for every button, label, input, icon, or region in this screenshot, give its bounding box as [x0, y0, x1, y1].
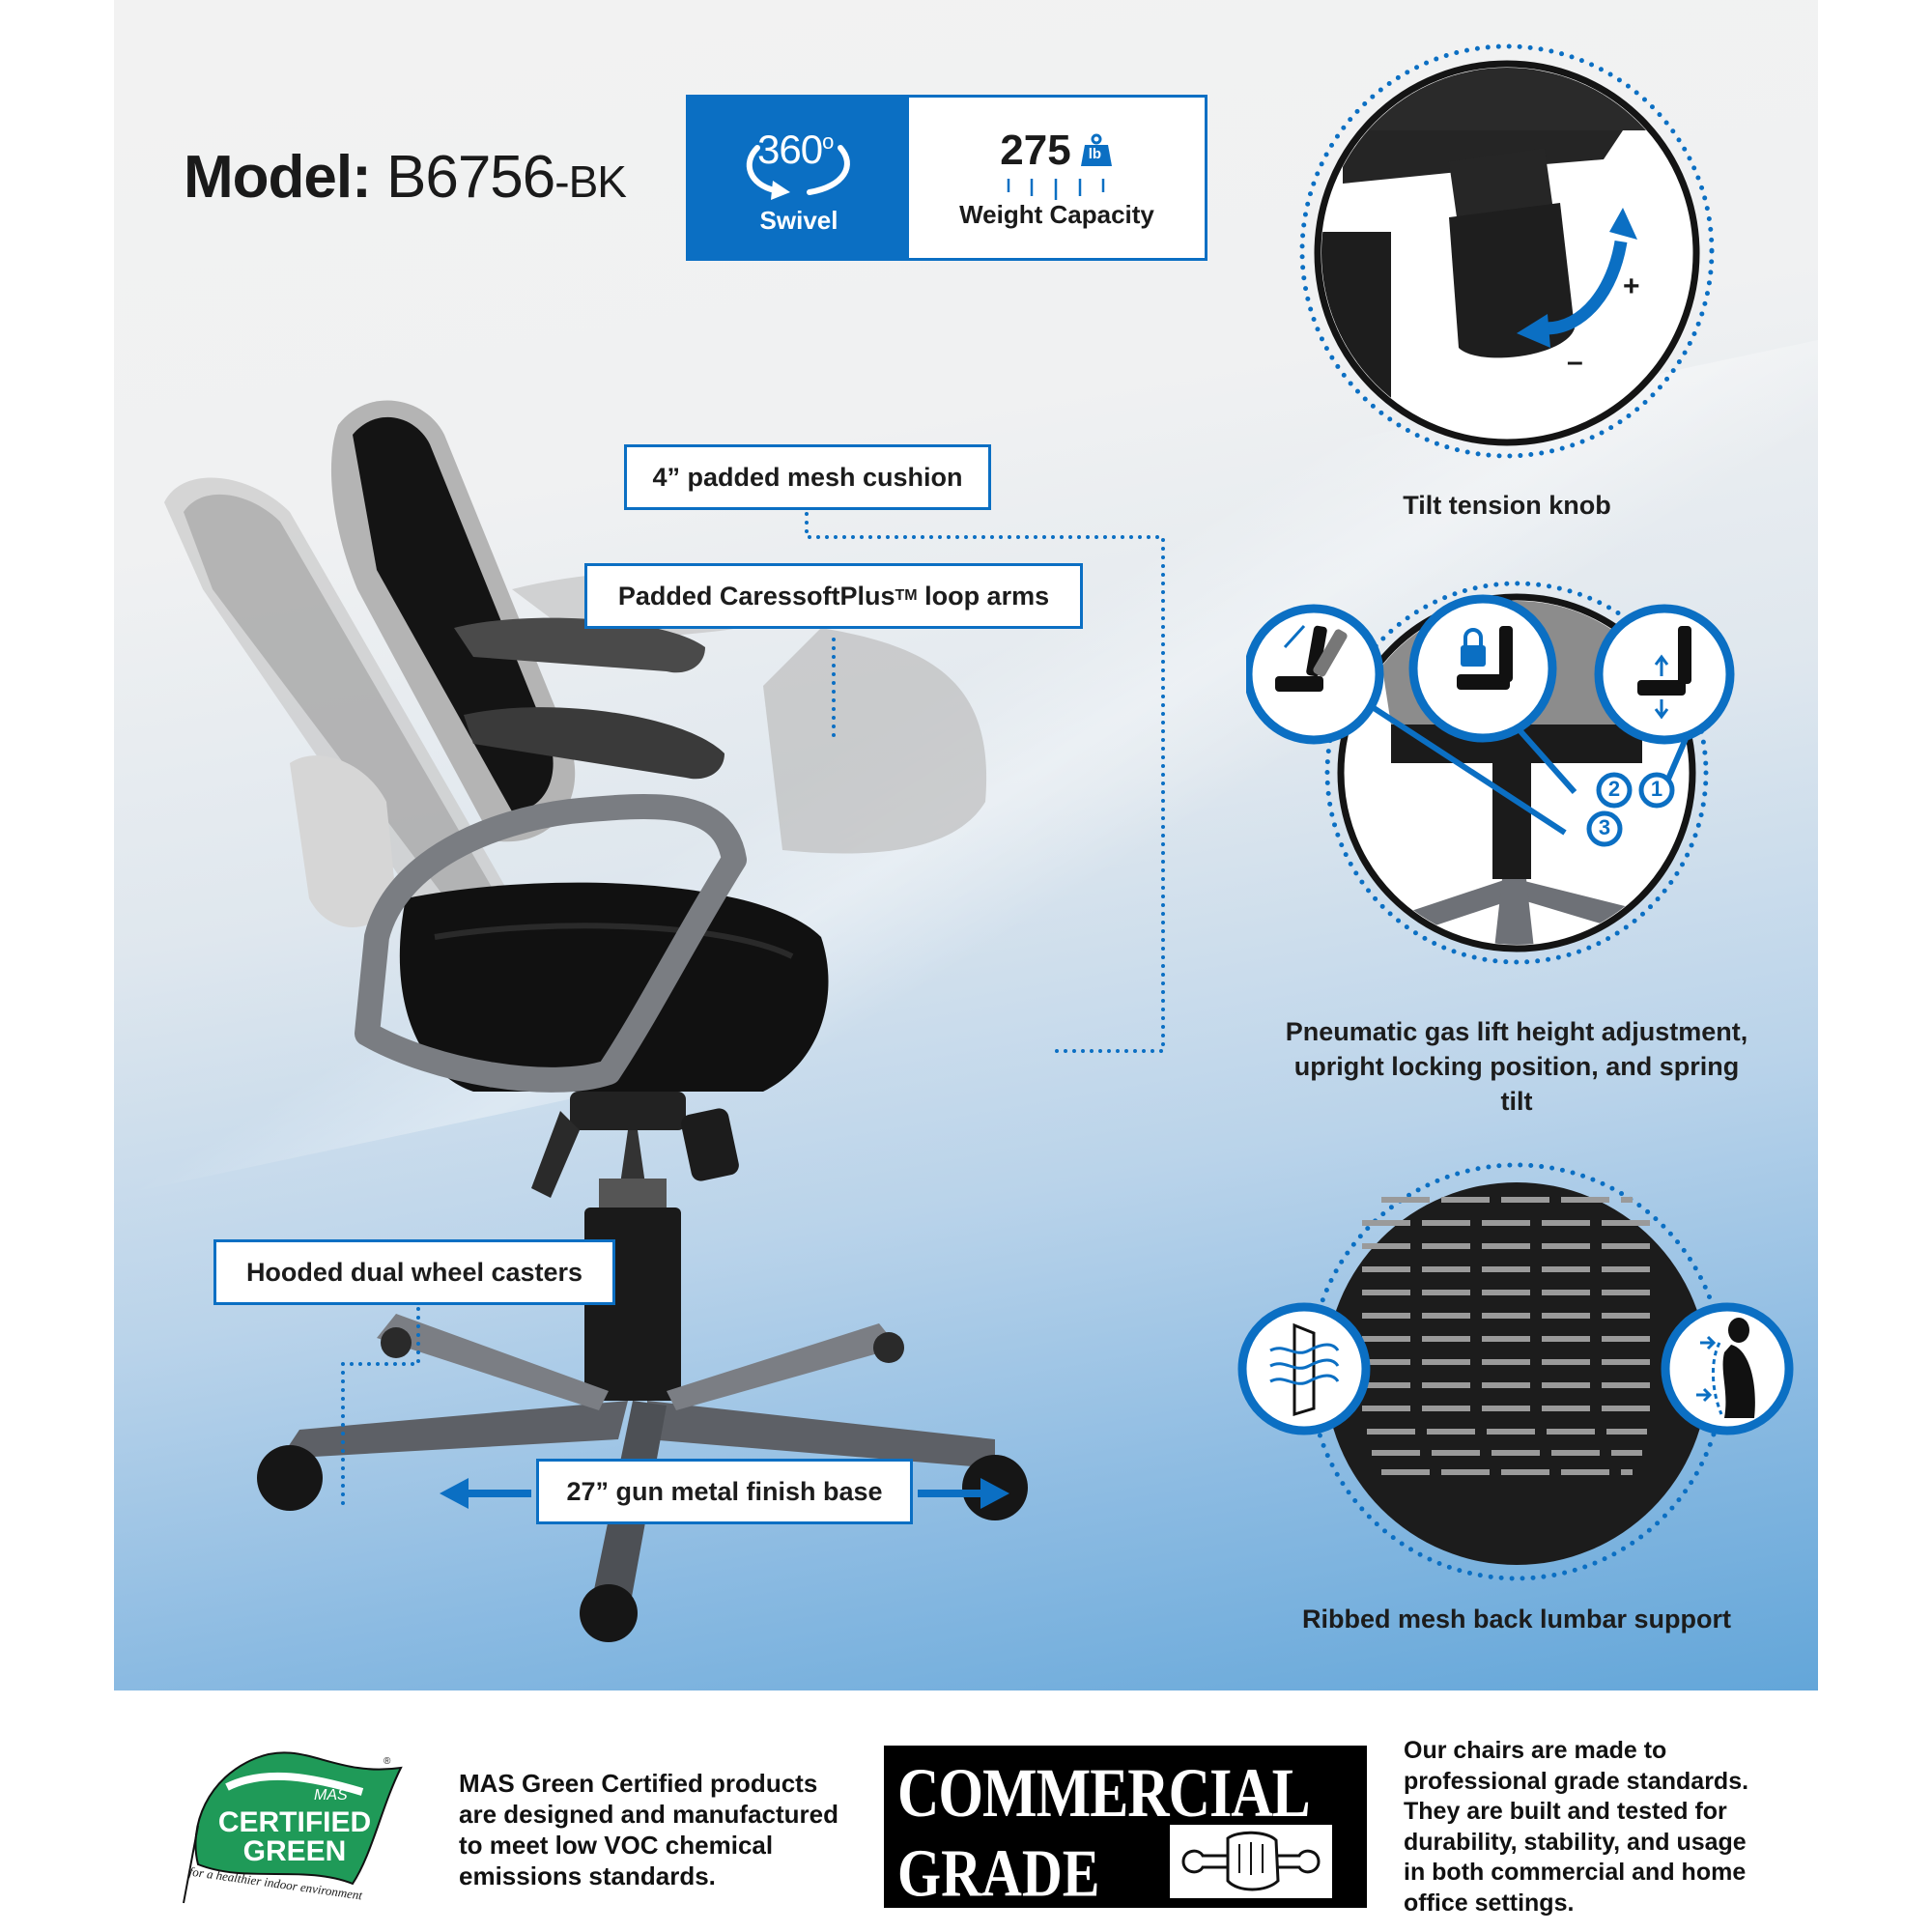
badge-1: 1 — [1650, 777, 1663, 801]
model-heading: Model: B6756-BK — [184, 143, 627, 216]
mas-logo-reg: ® — [384, 1756, 391, 1767]
swivel-spec: 360o Swivel — [689, 98, 909, 258]
lumbar-caption: Ribbed mesh back lumbar support — [1301, 1605, 1732, 1634]
callout-cushion: 4” padded mesh cushion — [624, 444, 991, 510]
weight-value: 275 — [1000, 126, 1071, 174]
spec-box: 360o Swivel 275 lb Weight Capacity — [686, 95, 1208, 261]
weight-ticks — [1007, 178, 1105, 200]
swivel-value: 360o — [757, 126, 834, 172]
weight-label: Weight Capacity — [959, 199, 1154, 229]
tilt-plus-label: + — [1623, 270, 1640, 302]
badge-2: 2 — [1607, 777, 1621, 801]
tilt-knob-caption: Tilt tension knob — [1403, 491, 1611, 520]
spring-tilt-icon — [1275, 624, 1348, 692]
tilt-minus-label: – — [1567, 346, 1583, 378]
weight-spec: 275 lb Weight Capacity — [909, 98, 1205, 258]
controls-caption: Pneumatic gas lift height adjustment, up… — [1285, 1017, 1748, 1116]
height-adjust-icon — [1637, 626, 1691, 720]
arrow-left-icon — [440, 1478, 531, 1509]
callout-base: 27” gun metal finish base — [536, 1459, 913, 1524]
commercial-grade-line1: COMMERCIAL — [897, 1754, 1311, 1832]
commercial-grade-line2: GRADE — [897, 1835, 1100, 1912]
badge-3: 3 — [1598, 815, 1611, 839]
fist-wrench-icon — [1170, 1825, 1332, 1898]
swivel-label: Swivel — [759, 205, 838, 235]
mas-certified-logo: MAS ® CERTIFIED GREEN for a healthier in… — [169, 1739, 420, 1913]
model-number: B6756 — [385, 144, 555, 211]
upright-lock-icon — [1457, 626, 1513, 690]
arrow-right-icon — [918, 1478, 1009, 1509]
rotate-360-icon: 360o — [736, 121, 862, 204]
weight-value-row: 275 lb — [1000, 127, 1113, 175]
model-label: Model: — [184, 144, 372, 211]
model-suffix: -BK — [554, 156, 627, 207]
commercial-description: Our chairs are made to professional grad… — [1404, 1737, 1749, 1917]
commercial-grade-badge: COMMERCIAL GRADE — [884, 1746, 1367, 1911]
lumbar-detail — [1236, 1159, 1797, 1584]
chair-image — [145, 396, 1063, 1642]
mas-description: MAS Green Certified products are designe… — [459, 1769, 838, 1890]
breathable-mesh-icon — [1269, 1322, 1340, 1417]
mas-logo-top: MAS — [314, 1787, 348, 1804]
controls-detail: 2 1 3 — [1246, 580, 1787, 966]
tilt-knob-detail: + – — [1294, 39, 1719, 464]
callout-casters: Hooded dual wheel casters — [213, 1239, 615, 1305]
spine-support-icon — [1696, 1318, 1755, 1418]
mas-logo-title: CERTIFIED GREEN — [217, 1806, 372, 1867]
weight-icon: lb — [1079, 133, 1114, 168]
